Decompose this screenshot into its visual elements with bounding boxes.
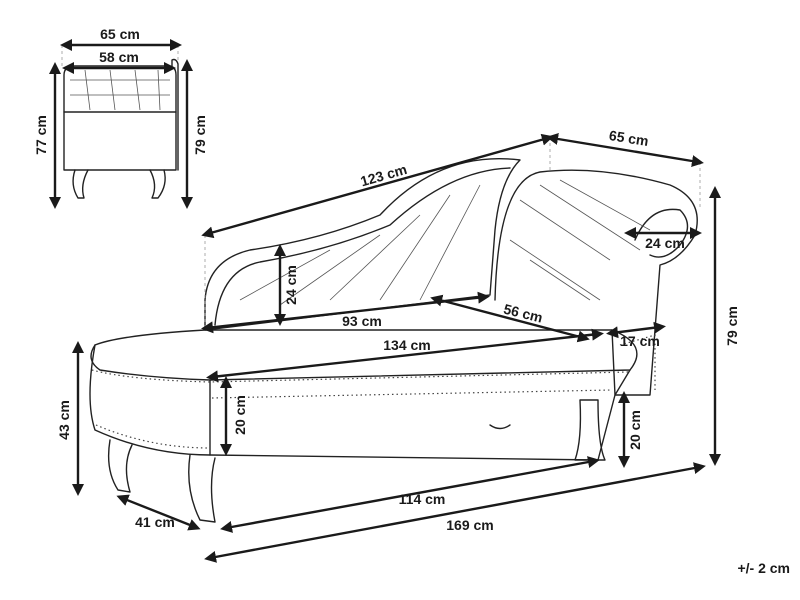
arrow-seat-length-front bbox=[206, 328, 604, 383]
label-total-height: 79 cm bbox=[724, 306, 740, 346]
label-depth: 65 cm bbox=[608, 127, 650, 149]
label-arm-thickness: 17 cm bbox=[620, 333, 660, 349]
label-backrest-height: 24 cm bbox=[283, 265, 299, 305]
arrow-arm-thickness bbox=[606, 321, 666, 339]
arrow-depth bbox=[546, 133, 704, 167]
arrow-backrest-length bbox=[201, 133, 554, 239]
label-leg-height-left: 20 cm bbox=[232, 395, 248, 435]
arrow-side-depth bbox=[116, 494, 201, 531]
arrow-total-length bbox=[204, 462, 706, 563]
label-front-width-inner: 58 cm bbox=[99, 49, 139, 65]
label-arm-width: 24 cm bbox=[645, 235, 685, 251]
label-seat-length-back: 93 cm bbox=[342, 313, 382, 329]
front-view-sofa bbox=[63, 58, 179, 199]
label-front-width-outer: 65 cm bbox=[100, 26, 140, 42]
label-side-depth: 41 cm bbox=[135, 514, 175, 530]
label-leg-span: 114 cm bbox=[399, 491, 446, 507]
label-leg-height-right: 20 cm bbox=[627, 410, 643, 450]
dimension-labels: 65 cm 58 cm 77 cm 79 cm 123 cm 65 cm 24 … bbox=[33, 26, 790, 576]
label-seat-length-front: 134 cm bbox=[383, 337, 430, 353]
label-front-height-right: 79 cm bbox=[192, 115, 208, 155]
label-seat-height: 43 cm bbox=[56, 400, 72, 440]
extension-lines bbox=[61, 45, 701, 330]
label-total-length: 169 cm bbox=[446, 517, 493, 533]
dimension-arrows bbox=[49, 39, 721, 563]
tolerance-note: +/- 2 cm bbox=[737, 560, 790, 576]
label-front-height-left: 77 cm bbox=[33, 115, 49, 155]
